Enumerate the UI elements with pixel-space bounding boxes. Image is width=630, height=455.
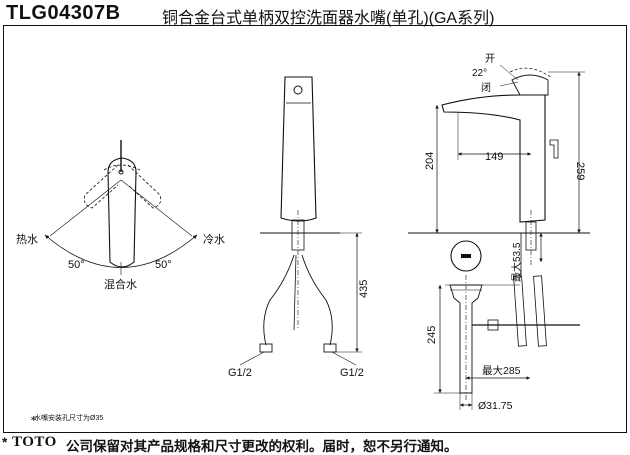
lever-open-outline [509,67,553,79]
footnote-star: ∗ [30,414,37,423]
faucet-body-side [441,94,546,223]
drain-top-circle [450,240,482,272]
footer-star: * [2,435,8,450]
dim-53-label: 最大53.5 [510,242,523,282]
product-title: 铜合金台式单柄双控洗面器水嘴(单孔)(GA系列) [162,10,495,27]
lift-strap-2 [533,275,547,347]
right-side-view [408,64,590,265]
dim-diameter-label: Ø31.75 [478,400,513,412]
footnote: 水嘴安装孔尺寸为Ø35 [34,415,104,422]
angle-ref-line-2 [499,81,519,87]
angle-right-label: 50° [155,259,172,271]
model-number: TLG04307B [6,2,121,24]
hose-left [263,254,295,346]
handle-cap [293,85,303,95]
lever-side [511,74,549,96]
dim-435-label: 435 [358,280,370,298]
middle-front-view [259,76,362,353]
footer-notice: 公司保留对其产品规格和尺寸更改的权利。届时，恕不另行通知。 [66,439,458,454]
faucet-body-top [107,157,137,268]
open-label: 开 [485,54,495,65]
shank-side [525,221,537,251]
angle-line-left [49,179,122,237]
leader-left [239,351,265,366]
drain-cap-mark [461,254,471,258]
angle-22-label: 22° [472,68,487,79]
angle-left-label: 50° [68,259,85,271]
lift-strap [513,275,527,347]
lift-rod-knob [549,139,559,159]
dim-259-label: 259 [574,162,586,180]
inlet-nut-left [259,343,273,353]
drawing-frame [3,25,627,433]
inlet-left-label: G1/2 [228,367,252,379]
mixed-water-label: 混合水 [104,277,137,291]
drain-view [434,233,580,410]
dim-149-label: 149 [485,151,503,163]
left-top-view [44,140,198,275]
hot-water-label: 热水 [16,233,38,246]
close-label: 闭 [481,81,491,94]
rod [293,254,297,331]
inlet-right-label: G1/2 [340,367,364,379]
hose-right [301,254,333,346]
dim-245-label: 245 [426,326,438,344]
dim-204-label: 204 [424,152,436,170]
leader-right [331,351,357,366]
inlet-nut-right [323,343,337,353]
dim-285-label: 最大285 [482,364,521,377]
faucet-body-front [280,76,317,222]
header: TLG04307B 铜合金台式单柄双控洗面器水嘴(单孔)(GA系列) [0,0,630,27]
handle-pivot [118,169,124,175]
cold-water-label: 冷水 [203,233,225,246]
footer: * TOTO 公司保留对其产品规格和尺寸更改的权利。届时，恕不另行通知。 [0,434,630,454]
angle-line-right [120,179,193,237]
angle-ref-line [499,64,519,81]
brand-logo: TOTO [12,434,57,450]
